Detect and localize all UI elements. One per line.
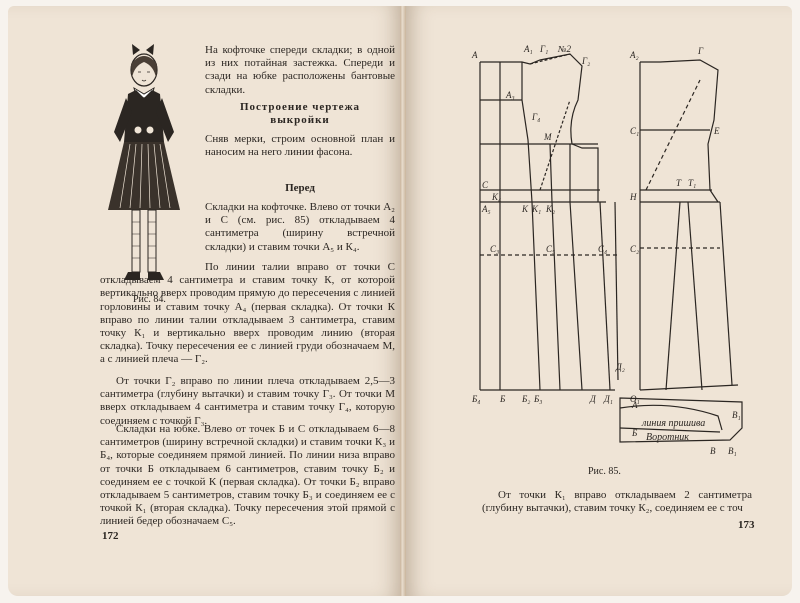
label-collar-V: В xyxy=(710,446,716,456)
paragraph-pleats-blouse: Складки на кофточке. Влево от точки А₂ и… xyxy=(205,201,395,253)
label-D: Д xyxy=(589,394,597,404)
intro-paragraph: На кофточке спереди складки; в одной из … xyxy=(205,44,395,96)
label-collar-line: линия пришива xyxy=(641,418,705,429)
label-T1: Т₁ xyxy=(688,178,696,188)
label-collar: Воротник xyxy=(646,432,689,443)
page-number-right: 173 xyxy=(738,519,755,531)
label-D2: Д₂ xyxy=(615,362,625,372)
page-number-left: 172 xyxy=(102,530,119,542)
label-collar-B1: В₁ xyxy=(732,410,741,420)
section-heading-2: выкройки xyxy=(270,114,330,126)
paragraph-skirt-pleats: Складки на юбке. Влево от точек Б и С от… xyxy=(100,423,395,528)
paragraph-dart: От точки К₁ вправо откладываем 2 сантиме… xyxy=(482,489,752,515)
figure-85-caption: Рис. 85. xyxy=(588,466,621,477)
label-M: М xyxy=(543,132,552,142)
measure-paragraph: Сняв мерки, строим основной план и нанос… xyxy=(205,133,395,159)
label-O1: О₁ xyxy=(630,394,640,404)
label-K4: К₄ xyxy=(491,192,501,202)
label-B: Б xyxy=(499,394,506,404)
label-B4: Б₄ xyxy=(471,394,480,404)
label-E: Е xyxy=(713,126,720,136)
label-K2: К₂ xyxy=(545,204,555,214)
label-B2: Б₂ xyxy=(521,394,530,404)
subheading-front: Перед xyxy=(285,182,315,194)
label-G1: Г₁ xyxy=(539,44,548,54)
label-B3: Б₃ xyxy=(533,394,542,404)
label-G: Г xyxy=(697,46,704,56)
label-C5: С₅ xyxy=(546,244,555,254)
left-page xyxy=(8,6,403,596)
label-A: А xyxy=(471,50,478,60)
label-n2: №2 xyxy=(557,44,571,54)
label-A5: А₅ xyxy=(481,204,491,214)
label-C4: С₄ xyxy=(598,244,607,254)
label-C3: С₃ xyxy=(490,244,499,254)
book-gutter xyxy=(400,6,406,596)
girl-illustration xyxy=(108,44,180,280)
label-C2: С₂ xyxy=(630,244,639,254)
label-collar-A: А xyxy=(631,400,638,410)
paragraph-waist-line: По линии талии вправо от точки С отклады… xyxy=(100,261,395,366)
pattern-diagram: А А₁ Г₁ №2 Г₂ А₃ Г₄ М С А₅ К К₁ К₂ К₄ С₃… xyxy=(471,44,743,456)
label-A3: А₃ xyxy=(505,90,515,100)
section-heading-1: Построение чертежа xyxy=(239,101,361,113)
right-page xyxy=(404,6,792,596)
paragraph-shoulder: От точки Г₂ вправо по линии плеча отклад… xyxy=(100,375,395,427)
label-T: Т xyxy=(676,178,682,188)
label-A2: А₂ xyxy=(629,50,639,60)
label-collar-B: Б xyxy=(631,428,638,438)
label-C1: С₁ xyxy=(630,126,639,136)
label-C: С xyxy=(482,180,489,190)
label-K: К xyxy=(521,204,529,214)
label-K1: К₁ xyxy=(531,204,541,214)
figure-84-caption: Рис. 84. xyxy=(133,294,166,305)
label-collar-V1: В₁ xyxy=(728,446,737,456)
label-H: Н xyxy=(629,192,637,202)
label-D1: Д₁ xyxy=(603,394,613,404)
label-G2: Г₂ xyxy=(581,56,590,66)
label-G4: Г₄ xyxy=(531,112,540,122)
label-A1: А₁ xyxy=(523,44,533,54)
